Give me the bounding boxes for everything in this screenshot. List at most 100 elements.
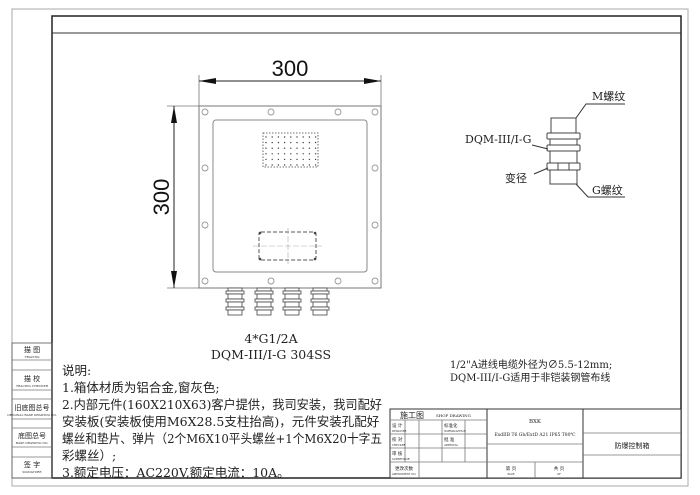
grid-dot: [271, 164, 273, 166]
grid-dot: [314, 158, 317, 161]
dimension-height: 300: [149, 105, 199, 289]
grid-dot: [277, 158, 280, 161]
enclosure-front-view: [198, 105, 382, 316]
grid-dot: [314, 153, 317, 155]
shop-drawing-cn: 施工图: [400, 410, 424, 420]
model-label: DQM-III/I-G: [465, 133, 531, 146]
svg-text:PAGE: PAGE: [507, 473, 514, 476]
grid-dot: [290, 164, 292, 166]
grid-dot: [314, 147, 317, 149]
sidebar-base-drawing: 底图总号: [18, 431, 46, 440]
inner-frame: [51, 15, 682, 479]
gland-model: DQM-III/I-G 304SS: [211, 347, 331, 362]
window-grid: [262, 132, 319, 168]
ex-rating: ExdIIB T6 Gb/ExtD A21 IP65 T80℃: [494, 432, 575, 438]
grid-dot: [314, 141, 317, 144]
grid-dot: [296, 164, 298, 166]
grid-dot: [271, 147, 273, 149]
cable-note-2: DQM-III/I-G适用于非铠装钢管布线: [450, 371, 610, 384]
gland-label: 4*G1/2A: [244, 331, 298, 346]
note-line: 螺丝和垫片、弹片（2个M6X10平头螺丝+1个M6X20十字五: [62, 431, 382, 446]
sidebar-tracing-checker: 描 校: [24, 374, 40, 383]
grid-dot: [308, 164, 311, 166]
grid-dot: [308, 158, 311, 161]
grid-dot: [265, 153, 267, 155]
svg-text:BASE DRAWING NO.: BASE DRAWING NO.: [16, 441, 48, 445]
svg-text:SIGNATURE: SIGNATURE: [22, 470, 41, 474]
cable-gland-detail: M螺纹 DQM-III/I-G 变径 G螺纹: [465, 89, 625, 198]
grid-dot: [277, 147, 280, 149]
grid-dot: [283, 158, 286, 161]
notes-heading: 说明:: [62, 363, 92, 378]
grid-dot: [302, 141, 304, 144]
grid-dot: [271, 136, 273, 138]
grid-dot: [283, 153, 286, 155]
svg-text:第 页: 第 页: [506, 465, 517, 472]
title-block: 施工图 SHOP DRAWING 设 计 DESIGNER 标准化 NORMAL…: [389, 408, 682, 479]
grid-dot: [290, 141, 292, 144]
note-line: 1.箱体材质为铝合金,窗灰色;: [62, 380, 220, 395]
grid-dot: [296, 153, 298, 155]
grid-dot: [302, 164, 304, 166]
svg-text:ORIGINAL BASE DRAWING NO.: ORIGINAL BASE DRAWING NO.: [7, 413, 57, 417]
grid-dot: [290, 147, 292, 149]
grid-dot: [296, 158, 298, 161]
grid-dot: [283, 136, 286, 138]
sidebar-signature: 签 字: [24, 460, 40, 469]
grid-dot: [290, 136, 292, 138]
grid-dot: [290, 153, 292, 155]
svg-text:300: 300: [272, 56, 309, 81]
note-line: 彩螺丝）;: [62, 448, 117, 463]
grid-dot: [296, 147, 298, 149]
grid-dot: [265, 136, 267, 138]
grid-dot: [283, 164, 286, 166]
svg-text:批 准: 批 准: [444, 436, 455, 443]
note-line: 安装板(安装板使用M6X28.5支柱抬高)，元件安装孔配好: [62, 414, 380, 429]
dimension-width: 300: [198, 56, 382, 106]
grid-dot: [283, 141, 286, 144]
svg-text:APPROVAL: APPROVAL: [443, 444, 458, 447]
cable-gland: [310, 287, 330, 316]
outer-border: [11, 8, 689, 487]
grid-dot: [277, 153, 280, 155]
svg-text:CHECKER: CHECKER: [392, 444, 406, 447]
sidebar-table: 描 图 TRACING 描 校 TRACING CHECKER 旧底图总号 OR…: [7, 342, 57, 479]
svg-text:TRACING: TRACING: [25, 355, 41, 359]
svg-text:DESIGNER: DESIGNER: [392, 430, 407, 433]
note-line: 3.额定电压：AC220V,额定电流：10A。: [62, 465, 290, 480]
grid-dot: [308, 147, 311, 149]
grid-dot: [271, 153, 273, 155]
grid-dot: [265, 141, 267, 144]
cable-gland: [282, 287, 302, 316]
cable-note-1: 1/2"A进线电缆外径为∅5.5-12mm;: [450, 358, 612, 371]
grid-dot: [302, 153, 304, 155]
grid-dot: [265, 158, 267, 161]
grid-dot: [314, 136, 317, 138]
product-name: 防爆控制箱: [615, 441, 650, 450]
grid-dot: [302, 147, 304, 149]
sidebar-original-base: 旧底图总号: [15, 403, 50, 412]
grid-dot: [277, 164, 280, 166]
grid-dot: [308, 153, 311, 155]
grid-dot: [265, 164, 267, 166]
svg-text:OF: OF: [557, 473, 561, 476]
grid-dot: [308, 136, 311, 138]
svg-text:审 核: 审 核: [392, 450, 403, 457]
svg-text:TRACING CHECKER: TRACING CHECKER: [16, 384, 49, 388]
svg-text:设 计: 设 计: [392, 422, 403, 429]
grid-dot: [283, 147, 286, 149]
svg-text:更改次数: 更改次数: [395, 465, 413, 472]
grid-dot: [308, 141, 311, 144]
svg-text:300: 300: [149, 179, 174, 216]
svg-text:标准化: 标准化: [444, 422, 458, 429]
cable-gland: [225, 287, 245, 316]
svg-text:AMENDMENT NO.: AMENDMENT NO.: [391, 473, 417, 476]
grid-dot: [302, 158, 304, 161]
grid-dot: [271, 158, 273, 161]
grid-dot: [290, 158, 292, 161]
grid-dot: [296, 136, 298, 138]
note-line: 2.内部元件(160X210X63)客户提供，我司安装，我司配好: [62, 397, 383, 412]
svg-text:NORMALIZTION: NORMALIZTION: [444, 430, 467, 433]
svg-text:校 对: 校 对: [392, 436, 403, 443]
